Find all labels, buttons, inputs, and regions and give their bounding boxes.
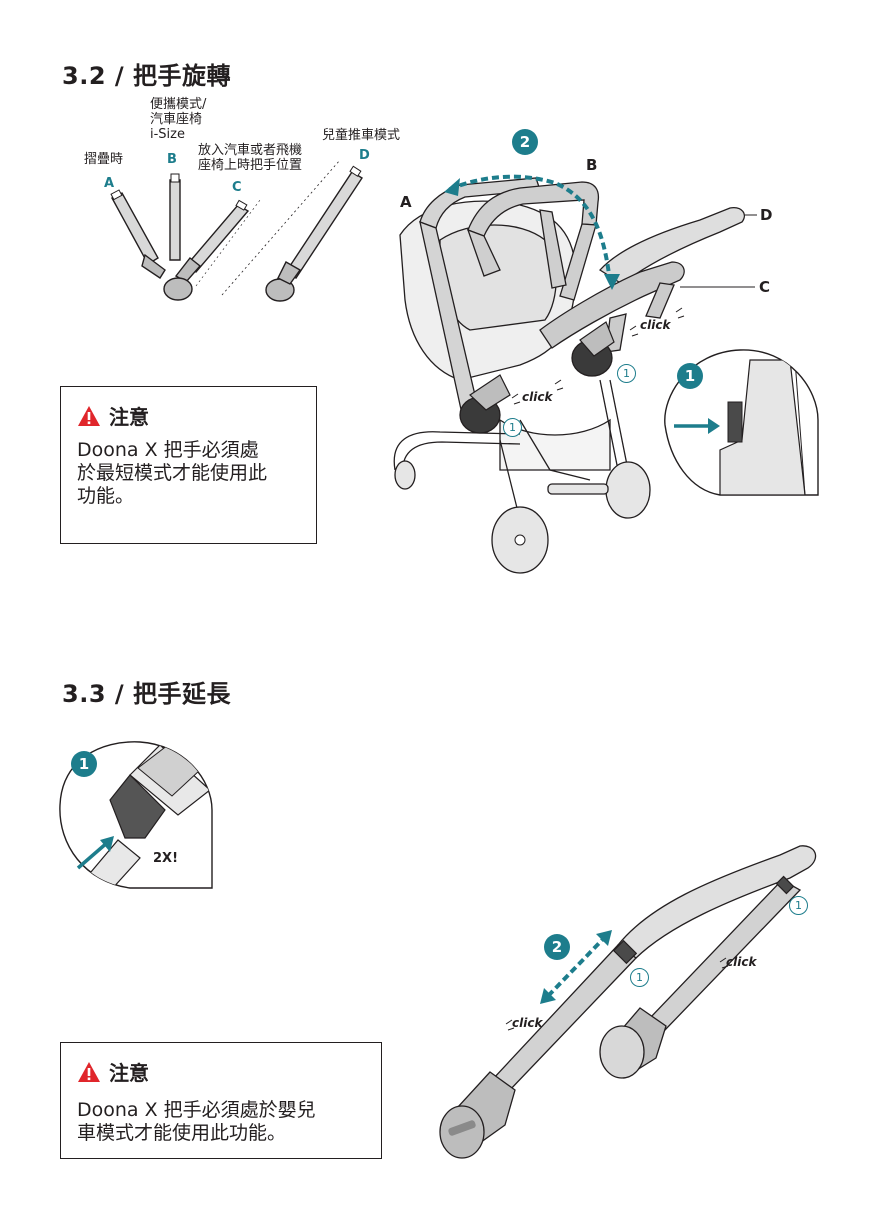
section-title-3-2: 3.2 / 把手旋轉 [62, 62, 231, 90]
step-2-badge: 2 [512, 129, 538, 155]
position-c-letter: C [759, 278, 771, 296]
position-b-letter: B [586, 156, 598, 174]
step-1-marker: 1 [630, 968, 649, 987]
notice-title: 注意 [109, 1061, 149, 1085]
zoom-step-1-badge: 1 [677, 363, 703, 389]
warning-icon [78, 405, 100, 426]
carry-letter: B [167, 152, 177, 167]
position-a-letter: A [400, 193, 412, 211]
step-1-marker: 1 [503, 418, 522, 437]
click-text: click [726, 955, 757, 969]
notice-box-3-3: 注意 Doona X 把手必須處於嬰兒 車模式才能使用此功能。 [60, 1042, 382, 1159]
notice-box-3-2: 注意 Doona X 把手必須處 於最短模式才能使用此 功能。 [60, 386, 317, 544]
click-text: click [640, 318, 671, 332]
notice-body: Doona X 把手必須處於嬰兒 車模式才能使用此功能。 [77, 1099, 316, 1144]
section-title-3-3: 3.3 / 把手延長 [62, 680, 231, 708]
notice-body: Doona X 把手必須處 於最短模式才能使用此 功能。 [77, 439, 268, 507]
click-text: click [522, 390, 553, 404]
car-label: 放入汽車或者飛機 座椅上時把手位置 [198, 143, 303, 173]
car-letter: C [232, 180, 242, 195]
stroller-letter: D [359, 148, 370, 163]
zoom-step-1-badge: 1 [71, 751, 97, 777]
folded-letter: A [104, 176, 115, 191]
carry-label: 便攜模式/ 汽車座椅 i-Size [150, 97, 207, 142]
warning-icon [78, 1061, 100, 1082]
step-1-marker: 1 [789, 896, 808, 915]
stroller-label: 兒童推車模式 [322, 128, 401, 143]
step-2-badge: 2 [544, 934, 570, 960]
click-text: click [512, 1016, 543, 1030]
position-d-letter: D [760, 206, 773, 224]
notice-header: 注意 [77, 1057, 149, 1086]
step-1-marker: 1 [617, 364, 636, 383]
twice-label: 2X! [153, 851, 178, 866]
notice-title: 注意 [109, 405, 149, 429]
folded-label: 摺疊時 [84, 152, 124, 167]
notice-header: 注意 [77, 401, 149, 430]
